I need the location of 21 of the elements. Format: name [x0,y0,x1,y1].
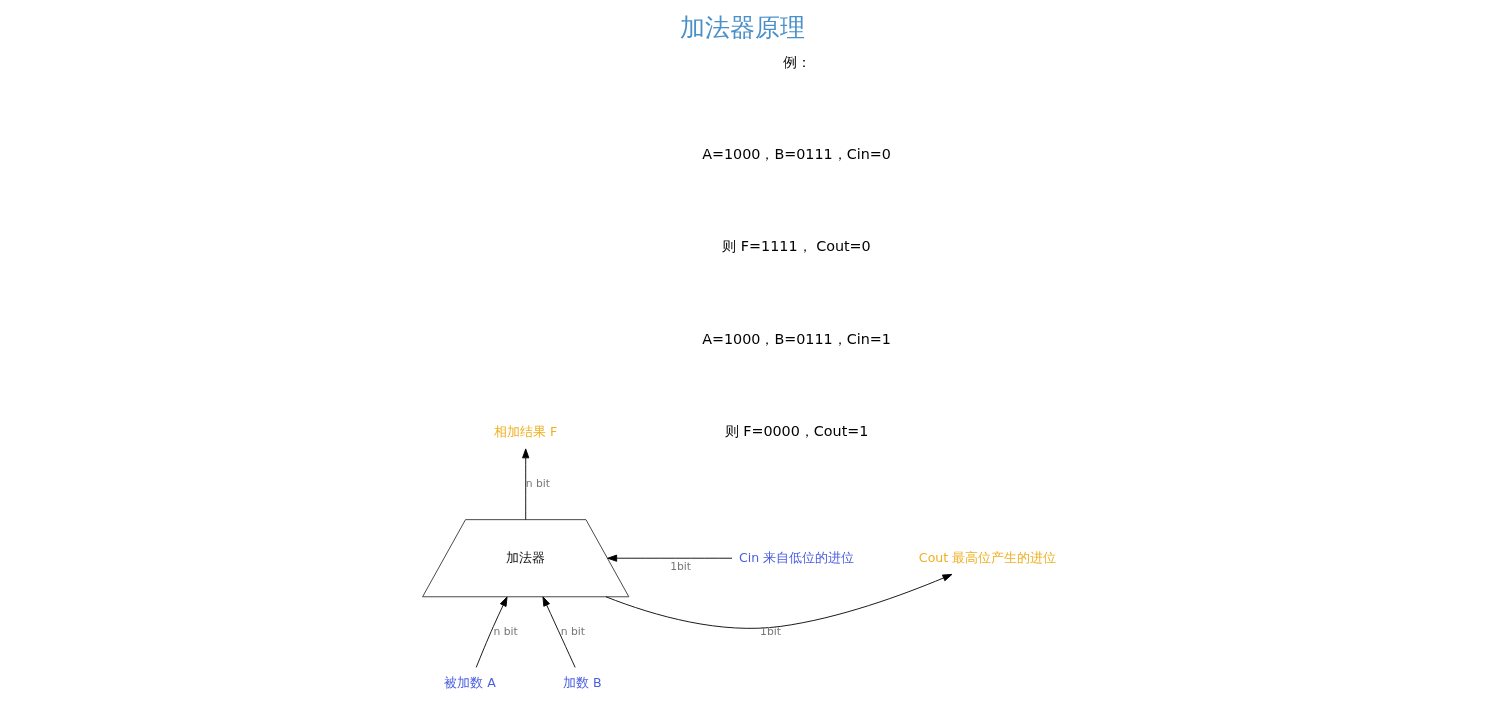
arrow [605,573,953,629]
label: 则 F=0000，Cout=1 [724,423,869,440]
arrow [607,554,733,562]
label: 则 F=1111， Cout=0 [722,238,871,255]
node-text: 加数 B [562,675,602,691]
node-text: 相加结果 F [494,423,558,439]
arrow [522,448,530,520]
edge-label: 1bit [760,624,781,638]
edge-label: n bit [525,477,550,491]
node-text: Cin 来自低位的进位 [738,549,855,565]
label: A=1000，B=0111，Cin=1 [702,330,891,347]
edge-label: n bit [560,624,585,638]
edge-label: 1bit [670,559,692,573]
label: 例： [782,53,811,70]
edge-label: n bit [493,624,518,638]
node-text: 被加数 A [444,675,496,691]
node-text: Cout 最高位产生的进位 [918,549,1057,565]
arrow [542,596,576,668]
diagram-title: 加法器原理 [680,12,805,42]
arrow [475,596,508,668]
label: A=1000，B=0111，Cin=0 [702,145,891,162]
